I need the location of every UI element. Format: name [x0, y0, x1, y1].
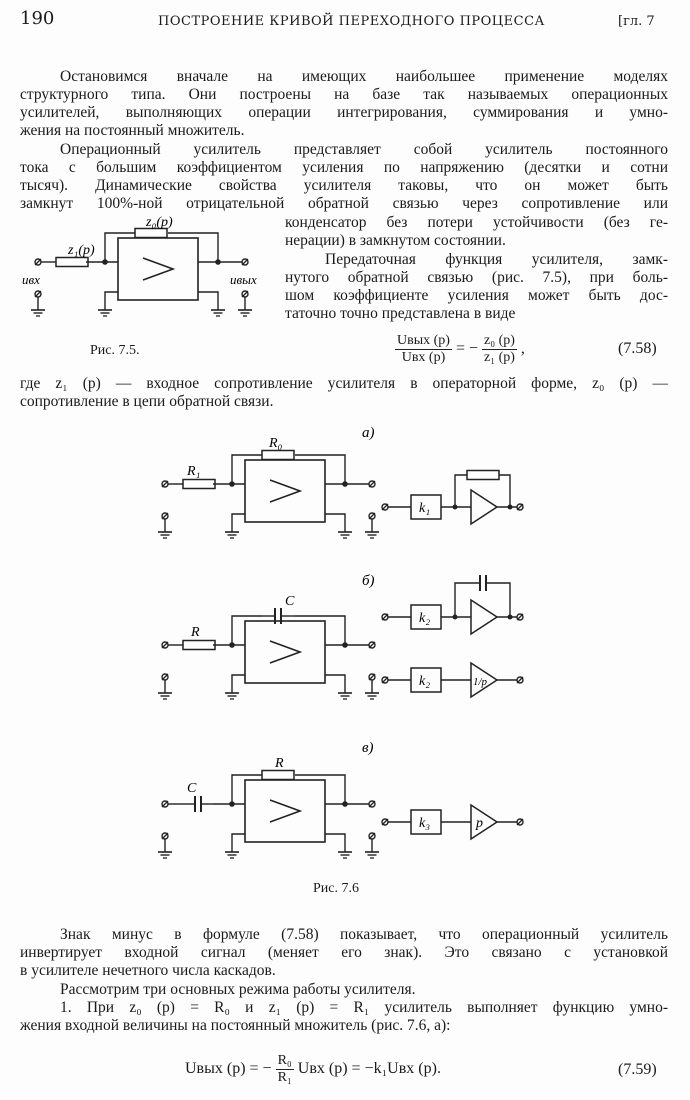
text-line: нутого обратной связью (рис. 7.5), при б…: [285, 269, 668, 286]
r1-label: R₁: [186, 464, 200, 479]
figure-7-6-caption: Рис. 7.6: [313, 881, 359, 896]
text-line: Остановимся вначале на имеющих наибольше…: [60, 68, 668, 85]
text-line: шом коэффициенте усиления может быть дос…: [285, 287, 668, 304]
text-line: Знак минус в формуле (7.58) показывает, …: [60, 926, 668, 943]
text-line: Рассмотрим три основных режима работы ус…: [60, 981, 416, 998]
text-line: сопротивление в цепи обратной связи.: [20, 393, 274, 410]
text-line: тока с большим коэффициентом усиления по…: [20, 159, 668, 176]
text-line: где z₁ (p) — входное сопротивление усили…: [20, 375, 668, 392]
eq-denominator: Uвх (p): [401, 350, 446, 365]
circuit-diagrams: z₁(p) z₀(p) uвх uвых а) R₁ R₀ k₁ б) R C: [22, 215, 690, 900]
integrator-circuit: R C: [158, 594, 379, 699]
r-label: R: [274, 756, 284, 771]
text-line: нерации) в замкнутом состоянии.: [285, 232, 506, 249]
integrator-block-diagram: k₂: [382, 574, 523, 634]
c-label: C: [285, 594, 295, 609]
multiplier-circuit: R₁ R₀: [158, 436, 379, 538]
r-label: R: [190, 625, 200, 640]
text-line: усилителей, выполняющих операции интегри…: [20, 104, 668, 121]
one-over-p-label: 1/p: [473, 676, 488, 688]
figure-7-5-circuit: z₁(p) z₀(p) uвх uвых: [22, 215, 257, 316]
z1-label: z₁(p): [67, 243, 95, 258]
eq-comma: ,: [520, 340, 525, 358]
text-line: Операционный усилитель представляет собо…: [60, 141, 668, 158]
page-number: 190: [20, 8, 55, 29]
differentiator-circuit: C R: [158, 756, 379, 858]
eq-numerator: Uвых (p): [395, 333, 452, 350]
multiplier-block-diagram: k₁: [382, 469, 523, 525]
figure-7-5-caption: Рис. 7.5.: [90, 343, 140, 358]
u-in-label: uвх: [22, 272, 40, 287]
eq-denominator: R₁: [277, 1070, 292, 1085]
eq-denominator: z₁ (p): [484, 350, 515, 365]
text-line: жения на постоянный множитель.: [20, 122, 245, 139]
k2-label: k₂: [419, 674, 430, 689]
r0-label: R₀: [268, 436, 283, 451]
k1-label: k₁: [419, 501, 430, 516]
equation-number: (7.58): [618, 340, 657, 357]
c-label: C: [187, 781, 197, 796]
text-line: конденсатор без потери устойчивости (без…: [285, 214, 668, 231]
text-line: 1. При z₀ (p) = R₀ и z₁ (p) = R₁ усилите…: [60, 999, 668, 1016]
z0-label: z₀(p): [145, 215, 173, 230]
text-line: в усилителе нечетного числа каскадов.: [20, 962, 276, 979]
text-line: Передаточная функция усилителя, замк-: [325, 251, 668, 268]
text-line: структурного типа. Они построены на базе…: [20, 86, 668, 103]
equation-number: (7.59): [618, 1061, 657, 1078]
k2-label: k₂: [419, 611, 430, 626]
label-b: б): [362, 573, 375, 589]
eq-numerator: z₀ (p): [482, 333, 517, 350]
label-a: а): [362, 425, 375, 441]
eq-sign: = −: [455, 340, 478, 358]
differentiator-block-diagram: k₃ p: [382, 805, 523, 839]
eq-numerator: R₀: [275, 1053, 294, 1070]
text-line: тысяч). Динамические свойства усилителя …: [20, 177, 668, 194]
p-label: p: [475, 816, 483, 831]
text-line: жения входной величины на постоянный мно…: [20, 1017, 451, 1034]
equation-7-58: Uвых (p)Uвх (p) = − z₀ (p)z₁ (p) ,: [395, 333, 525, 366]
chapter-label: [гл. 7: [618, 14, 655, 29]
text-line: инвертирует входной сигнал (меняет его з…: [20, 944, 668, 961]
k3-label: k₃: [419, 816, 430, 831]
running-title: ПОСТРОЕНИЕ КРИВОЙ ПЕРЕХОДНОГО ПРОЦЕССА: [158, 14, 545, 29]
text-line: таточно точно представлена в виде: [285, 305, 516, 322]
u-out-label: uвых: [230, 272, 257, 287]
eq-right: Uвх (p) = −k₁Uвх (p).: [297, 1060, 441, 1078]
integrator-block-simplified: k₂ 1/p: [382, 663, 523, 697]
text-line: замкнут 100%-ной отрицательной обратной …: [20, 195, 668, 212]
label-c: в): [362, 740, 374, 756]
eq-left: Uвых (p) = −: [185, 1060, 272, 1078]
